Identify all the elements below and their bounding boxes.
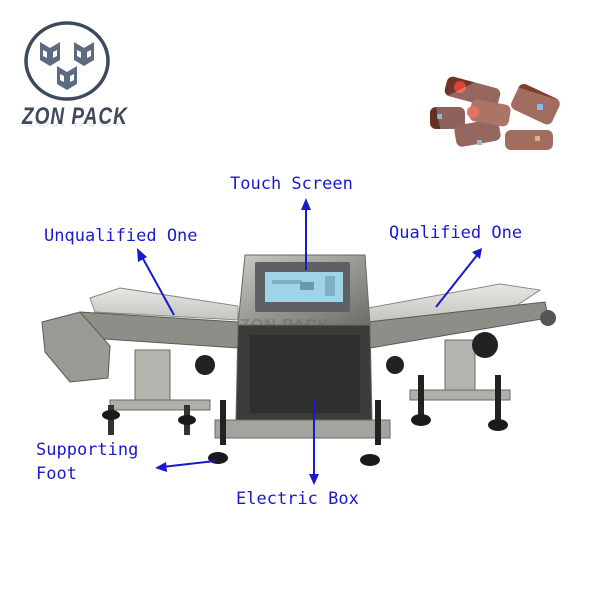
brand-logo-icon: [24, 21, 110, 101]
unqualified-one-label: Unqualified One: [44, 226, 198, 246]
electric-box-label: Electric Box: [236, 489, 359, 509]
qualified-one-label: Qualified One: [389, 223, 523, 243]
product-photo-icon: [430, 76, 565, 152]
center-unit: ZON PACK: [208, 254, 391, 466]
annotation-arrows: [137, 198, 482, 485]
qualified-conveyor: [367, 283, 556, 431]
supporting-foot-label-line2: Foot: [36, 464, 77, 484]
supporting-foot-label-line1: Supporting: [36, 440, 139, 460]
unqualified-conveyor: [41, 287, 239, 435]
brand-name: ZON PACK: [22, 104, 128, 131]
touch-screen-label: Touch Screen: [230, 174, 353, 194]
